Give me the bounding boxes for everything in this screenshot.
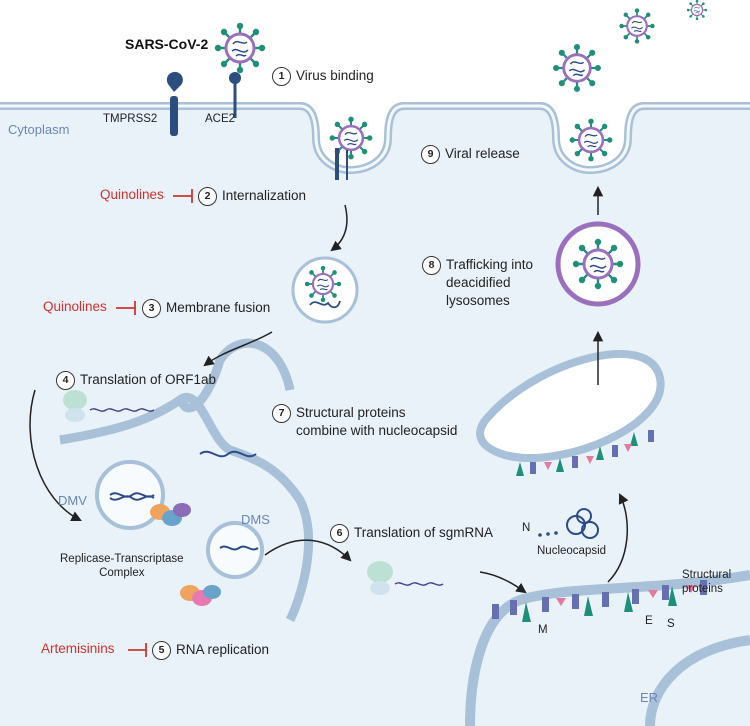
step-text: RNA replication bbox=[176, 642, 270, 658]
step-text: Structural proteins combine with nucleoc… bbox=[296, 405, 458, 438]
step-number-badge: 5 bbox=[152, 641, 171, 660]
step-text: Translation of sgmRNA bbox=[354, 525, 494, 541]
lysosome bbox=[555, 221, 641, 307]
step-text: Viral release bbox=[445, 146, 520, 162]
step-9: 9 Viral release bbox=[421, 145, 520, 164]
step-number-badge: 6 bbox=[330, 524, 349, 543]
step-5: 5 RNA replication bbox=[152, 641, 269, 660]
tmprss2-label: TMPRSS2 bbox=[103, 113, 158, 125]
step-2: 2 Internalization bbox=[198, 187, 306, 206]
step-number-badge: 1 bbox=[272, 67, 291, 86]
dmv-dms-membranes bbox=[59, 338, 314, 623]
step-number-badge: 7 bbox=[272, 404, 291, 423]
flow-arrows bbox=[29, 185, 629, 594]
dms-label: DMS bbox=[241, 512, 270, 527]
step-number-badge: 3 bbox=[142, 299, 161, 318]
n-protein-label: N bbox=[522, 522, 531, 534]
cytoplasm-label: Cytoplasm bbox=[8, 122, 70, 137]
virion-released-2 bbox=[618, 7, 656, 45]
step-3: 3 Membrane fusion bbox=[142, 299, 270, 318]
ribosome-icon bbox=[367, 561, 444, 595]
step-8: 8 Trafficking into deacidified lysosomes bbox=[422, 256, 533, 310]
dmv-label: DMV bbox=[58, 493, 87, 508]
e-protein-label: E bbox=[645, 615, 653, 627]
step-number-badge: 8 bbox=[422, 256, 441, 275]
inhibitor-artemisinins-step5: Artemisinins bbox=[41, 641, 115, 656]
step-text: Translation of ORF1ab bbox=[80, 372, 217, 388]
inhibitor-quinolines-step3: Quinolines bbox=[43, 299, 107, 314]
replicase-transcriptase-label: Replicase-Transcriptase Complex bbox=[60, 553, 184, 579]
golgi-vesicle bbox=[476, 350, 665, 476]
replicase-complex-icon bbox=[180, 585, 221, 606]
ace2-receptor bbox=[229, 72, 241, 118]
structural-proteins-label: Structural proteins bbox=[682, 569, 732, 595]
step-6: 6 Translation of sgmRNA bbox=[330, 524, 493, 543]
virus-name-label: SARS-CoV-2 bbox=[125, 36, 209, 52]
virion-binding bbox=[213, 21, 267, 75]
er-membrane bbox=[465, 570, 750, 726]
virion-exiting bbox=[568, 117, 614, 163]
nucleocapsid-label: Nucleocapsid bbox=[537, 545, 607, 557]
tmprss2-receptor bbox=[166, 71, 183, 136]
step-text: Membrane fusion bbox=[166, 300, 271, 316]
ace2-label: ACE2 bbox=[205, 113, 236, 125]
inhibitor-quinolines-step2: Quinolines bbox=[100, 187, 164, 202]
step-7: 7 Structural proteins combine with nucleo… bbox=[272, 404, 457, 440]
virion-released-3 bbox=[686, 0, 708, 21]
endosome bbox=[291, 256, 359, 324]
virion-released-1 bbox=[551, 42, 603, 94]
step-text: Virus binding bbox=[296, 68, 374, 84]
step-text: Internalization bbox=[222, 188, 307, 204]
step-number-badge: 4 bbox=[56, 371, 75, 390]
m-protein-label: M bbox=[538, 624, 548, 636]
step-text: Trafficking into deacidified lysosomes bbox=[446, 257, 534, 308]
replicase-complex-icon bbox=[150, 503, 191, 526]
ribosome-icon bbox=[63, 390, 155, 422]
nucleocapsid-icon bbox=[538, 508, 599, 539]
step-number-badge: 9 bbox=[421, 145, 440, 164]
step-4: 4 Translation of ORF1ab bbox=[56, 371, 216, 390]
inhibitor-bars bbox=[116, 189, 193, 657]
step-1: 1 Virus binding bbox=[272, 67, 374, 86]
s-protein-label: S bbox=[667, 618, 675, 630]
er-label: ER bbox=[640, 690, 659, 705]
step-number-badge: 2 bbox=[198, 187, 217, 206]
